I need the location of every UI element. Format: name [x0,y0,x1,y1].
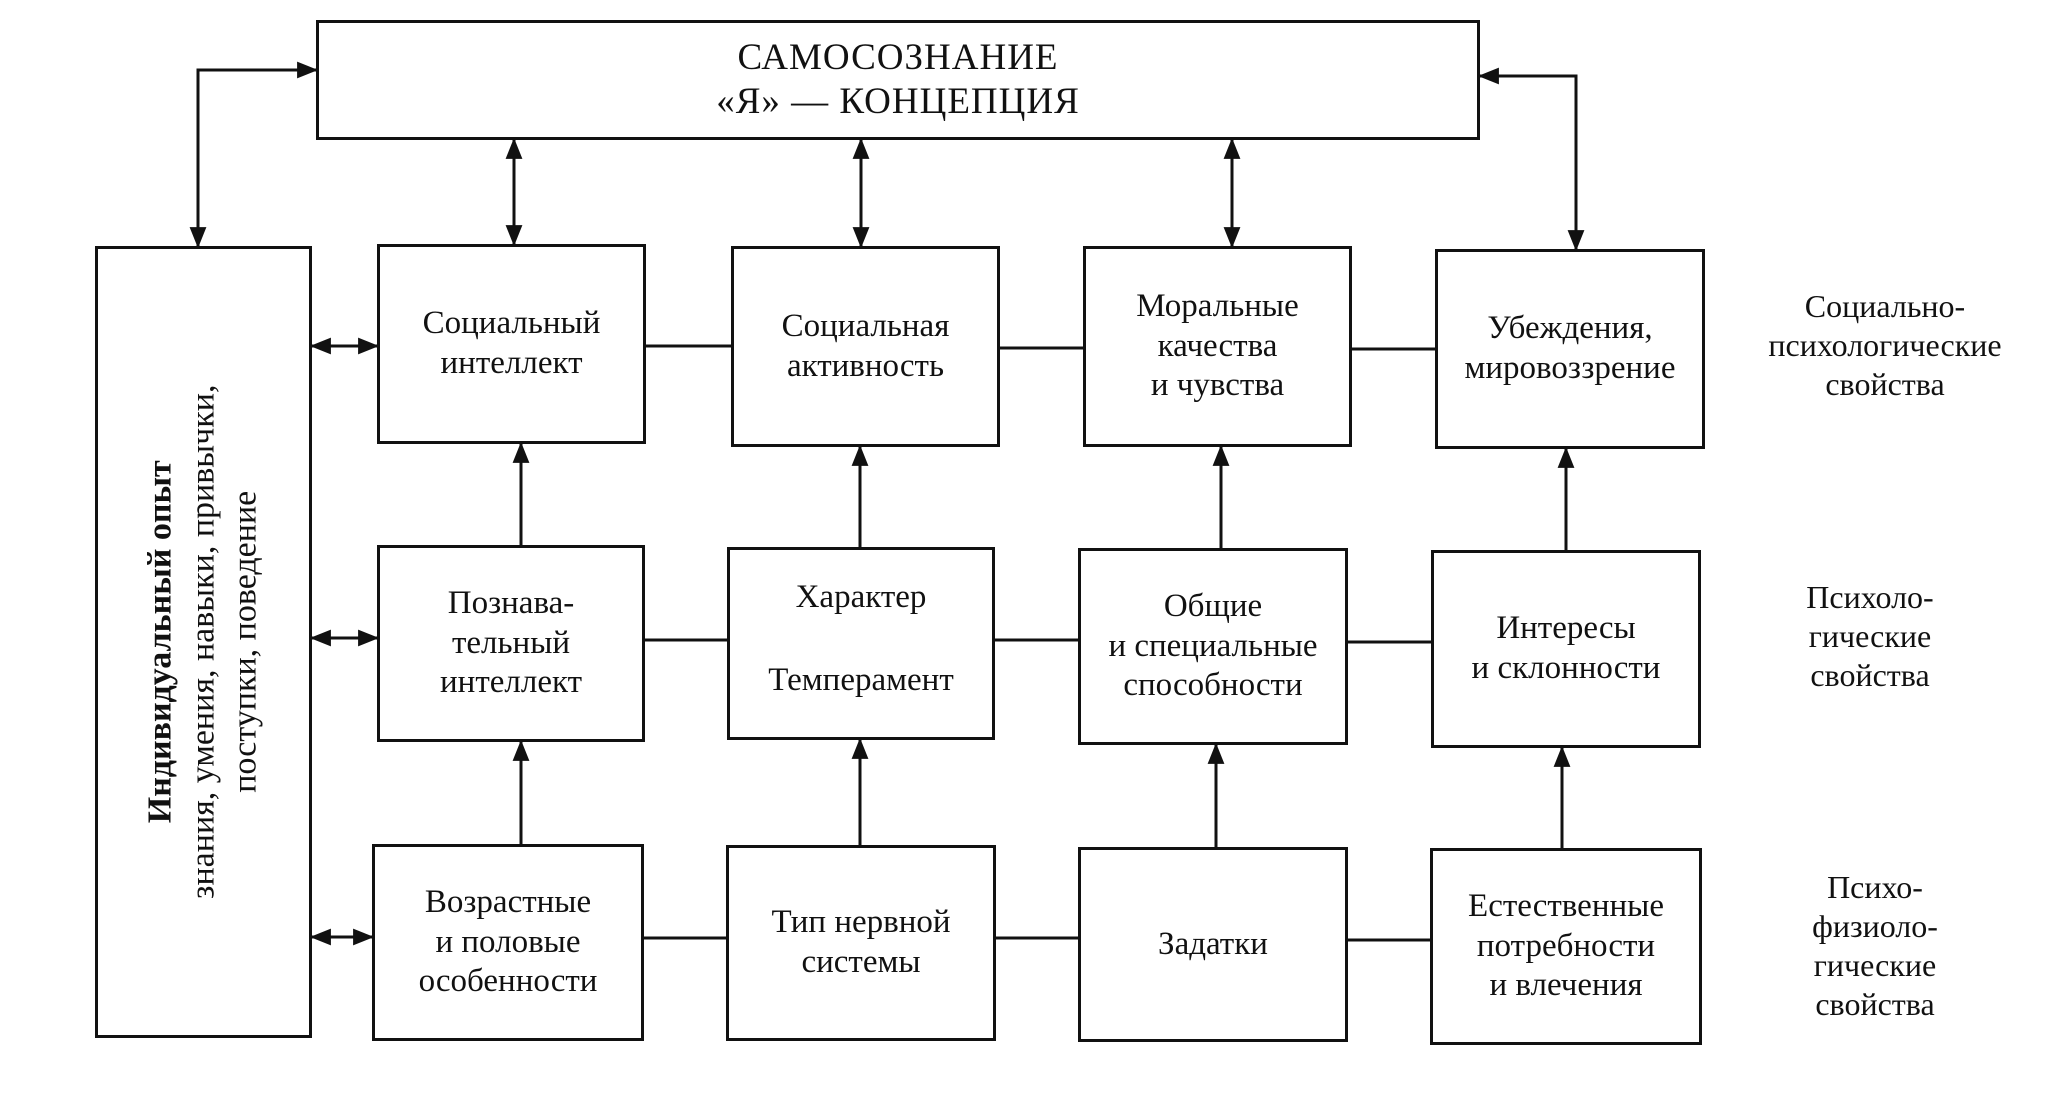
level-psych-line-3: свойства [1810,657,1930,694]
beliefs-line-1: Убеждения, [1487,310,1653,347]
social-intellect-line-1: Социальный [422,305,601,342]
interests-line-2: и склонности [1471,650,1661,686]
natural-needs-line-2: потребности [1476,927,1656,964]
experience-line-3: поступки, поведение [226,491,264,794]
level-label-psych: Психоло- гические свойства [1735,578,2005,695]
level-social-line-2: психологические [1768,327,2002,364]
character-box: Характер Темперамент [727,547,995,740]
level-social-line-1: Социально- [1804,288,1966,324]
natural-needs-line-1: Естественные [1468,888,1664,925]
age-sex-line-1: Возрастные [424,884,592,921]
character-line-1: Характер [795,579,927,615]
arrow-top-experience [189,61,319,249]
social-activity-line-2: активность [786,347,944,384]
natural-needs-line-3: и влечения [1489,967,1643,1004]
level-label-physio: Психо- физиоло- гические свойства [1735,868,2015,1024]
experience-title: Индивидуальный опыт [141,460,179,824]
age-sex-box: Возрастные и половые особенности [372,844,644,1041]
beliefs-line-2: мировоззрение [1464,350,1676,386]
nervous-system-line-1: Тип нервной [771,904,951,941]
self-concept-subtitle: «Я» — КОНЦЕПЦИЯ [716,81,1080,122]
social-activity-box: Социальная активность [731,246,1000,447]
age-sex-line-3: особенности [418,963,598,1000]
age-sex-line-2: и половые [435,923,581,960]
natural-needs-box: Естественные потребности и влечения [1430,848,1702,1045]
level-label-social: Социально- психологические свойства [1735,287,2035,404]
level-physio-line-4: свойства [1815,986,1935,1023]
experience-text: Индивидуальный опыт знания, умения, навы… [140,385,268,899]
cognitive-intellect-line-1: Познава- [447,585,575,622]
interests-line-1: Интересы [1496,610,1636,647]
nervous-system-line-2: системы [801,944,921,980]
social-intellect-box: Социальный интеллект [377,244,646,444]
self-concept-title: САМОСОЗНАНИЕ [737,36,1059,78]
experience-box: Индивидуальный опыт знания, умения, навы… [95,246,312,1038]
social-intellect-line-2: интеллект [440,345,583,381]
inclinations-box: Задатки [1078,847,1348,1042]
level-physio-line-1: Психо- [1827,869,1923,905]
nervous-system-box: Тип нервной системы [726,845,996,1041]
social-activity-line-1: Социальная [781,307,950,344]
cognitive-intellect-box: Познава- тельный интеллект [377,545,645,742]
level-physio-line-3: гические [1813,947,1937,984]
interests-box: Интересы и склонности [1431,550,1701,748]
moral-qualities-line-1: Моральные [1136,288,1299,325]
abilities-line-1: Общие [1163,588,1263,625]
moral-qualities-box: Моральные качества и чувства [1083,246,1352,447]
experience-line-2: знания, умения, навыки, привычки, [184,384,222,900]
self-concept-box: САМОСОЗНАНИЕ «Я» — КОНЦЕПЦИЯ [316,20,1480,140]
cognitive-intellect-line-2: тельный [451,624,571,661]
level-social-line-3: свойства [1825,366,1945,403]
arrow-top-beliefs [1477,67,1585,252]
level-psych-line-1: Психоло- [1806,579,1934,615]
abilities-line-3: способности [1123,667,1303,704]
abilities-line-2: и специальные [1108,627,1318,664]
level-psych-line-2: гические [1808,618,1932,655]
abilities-box: Общие и специальные способности [1078,548,1348,745]
moral-qualities-line-3: и чувства [1150,367,1285,404]
cognitive-intellect-line-3: интеллект [440,664,582,701]
beliefs-box: Убеждения, мировоззрение [1435,249,1705,449]
inclinations-line-1: Задатки [1158,925,1268,962]
moral-qualities-line-2: качества [1157,327,1278,364]
level-physio-line-2: физиоло- [1812,908,1938,945]
character-line-2: Темперамент [768,662,954,699]
